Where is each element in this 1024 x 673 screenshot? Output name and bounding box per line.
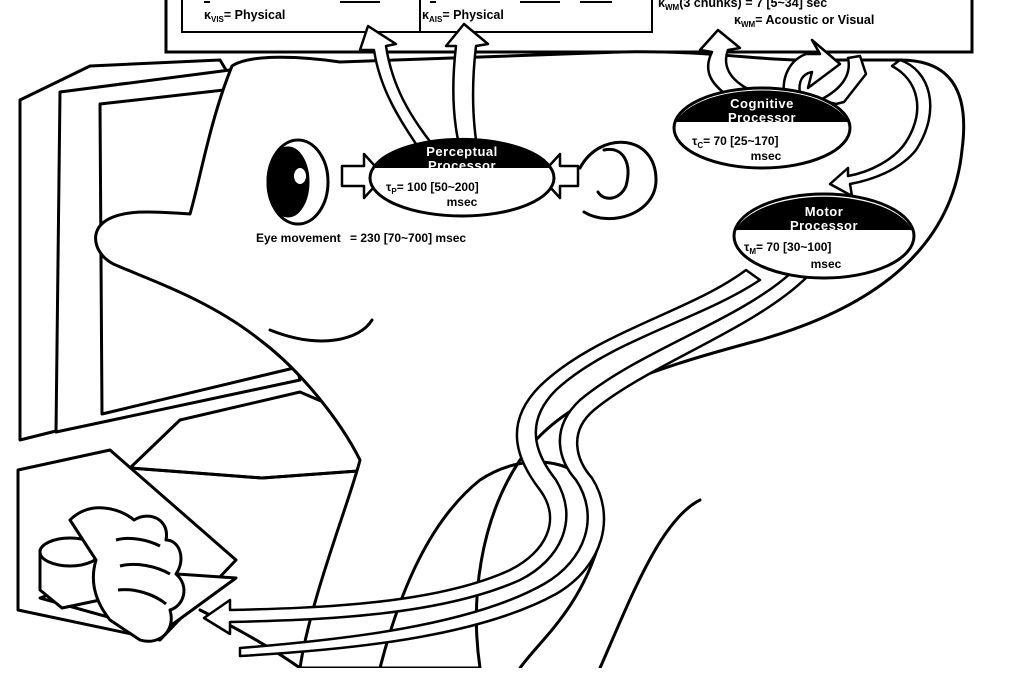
hand-illustration bbox=[38, 506, 186, 643]
perceptual-processor-title-line1: Perceptual bbox=[426, 144, 497, 159]
perceptual-processor-title-line2: Processor bbox=[428, 158, 496, 173]
cognitive-processor-title-line1: Cognitive bbox=[730, 96, 794, 111]
eye-movement-annotation: Eye movement = 230 [70~700] msec bbox=[256, 231, 466, 245]
cognitive-processor-node: Cognitive Processor τC= 70 [25~170] msec bbox=[672, 86, 852, 170]
flow-arrows bbox=[202, 22, 932, 658]
eye-movement-value: = 230 [70~700] msec bbox=[350, 231, 466, 245]
memory-panel: κVIS= Physical κAIS= Physical κWM(3 chun… bbox=[164, 0, 974, 54]
person-figure bbox=[94, 50, 966, 670]
cognitive-processor-unit: msec bbox=[751, 149, 782, 163]
motor-processor-title-line2: Processor bbox=[790, 218, 858, 233]
cognitive-processor-title-line2: Processor bbox=[728, 110, 796, 125]
working-memory-code-label: κWM= Acoustic or Visual bbox=[734, 13, 874, 29]
perceptual-processor-timing: τP= 100 [50~200] bbox=[386, 180, 479, 196]
motor-processor-unit: msec bbox=[811, 257, 842, 271]
visual-store-code-label: κVIS= Physical bbox=[204, 8, 285, 24]
perceptual-processor-node: Perceptual Processor τP= 100 [50~200] ms… bbox=[368, 137, 556, 218]
auditory-store-code-label: κAIS= Physical bbox=[422, 8, 504, 24]
working-memory-capacity-label: κWM(3 chunks) = 7 [5~34] sec bbox=[658, 0, 827, 12]
motor-processor-node: Motor Processor τM= 70 [30~100] msec bbox=[732, 192, 916, 280]
perceptual-processor-unit: msec bbox=[447, 195, 478, 209]
eye-movement-label: Eye movement bbox=[256, 231, 341, 245]
motor-processor-timing: τM= 70 [30~100] bbox=[744, 240, 831, 256]
cognitive-processor-timing: τC= 70 [25~170] bbox=[692, 134, 779, 150]
motor-processor-title-line1: Motor bbox=[805, 204, 844, 219]
